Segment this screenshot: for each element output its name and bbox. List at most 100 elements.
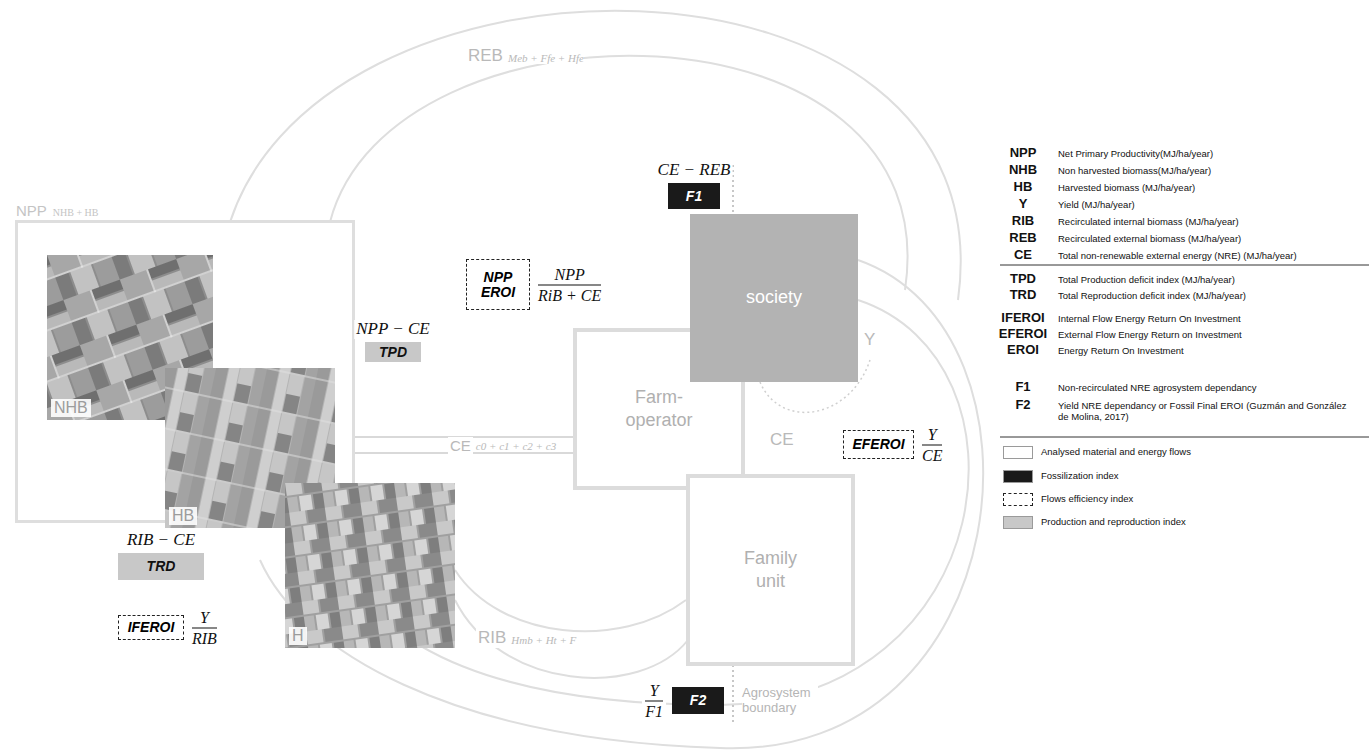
fraction: Y F1 — [642, 680, 666, 721]
fraction: NPP RiB + CE — [535, 264, 604, 305]
index-name: EFEROI — [852, 437, 904, 452]
abbreviation-meaning: Harvested biomass (MJ/ha/year) — [1058, 183, 1195, 194]
denominator-row: RiB + CE — [538, 286, 601, 304]
flow-name: CE — [448, 437, 473, 454]
abbreviation-meaning: External Flow Energy Return on Investmen… — [1058, 330, 1242, 341]
box-label: society — [746, 286, 802, 309]
numerator: NPP — [555, 265, 585, 282]
fraction: Y RIB — [189, 607, 220, 648]
abbreviation: NPP — [994, 146, 1052, 161]
abbreviation-meaning: Recirculated external biomass (MJ/ha/yea… — [1058, 234, 1241, 245]
legend-text: Fossilization index — [1041, 471, 1119, 482]
abbreviation: TPD — [994, 272, 1052, 287]
denominator-row: CE — [922, 446, 942, 464]
abbreviation-meaning: Total Reproduction deficit index (MJ/ha/… — [1058, 291, 1246, 302]
abbreviation-meaning: Internal Flow Energy Return On Investmen… — [1058, 314, 1241, 325]
numerator: Y — [650, 681, 659, 698]
abbreviation-meaning: Net Primary Productivity(MJ/ha/year) — [1058, 149, 1213, 160]
aerial-photo-box: H — [285, 483, 455, 648]
index-name: TPD — [379, 345, 407, 360]
efficiency-index-box: EFEROIYCE — [843, 430, 914, 459]
flow-name: Y — [862, 330, 877, 350]
abbreviation-meaning: Recirculated internal biomass (MJ/ha/yea… — [1058, 217, 1239, 228]
rib-arc-outer — [455, 600, 688, 678]
abbreviation-meaning: Total non-renewable external energy (NRE… — [1058, 251, 1297, 262]
legend-separator — [1000, 265, 1369, 266]
production-index-box: TRDRIB − CE — [118, 553, 204, 580]
abbreviation: HB — [994, 180, 1052, 195]
denominator-row: RIB — [192, 629, 217, 647]
denominator-row: F1 — [645, 702, 663, 720]
abbreviation: CE — [994, 248, 1052, 263]
flow-name: REB — [466, 46, 505, 66]
abbreviation: F1 — [994, 380, 1052, 395]
index-formula: NPP − CE — [354, 320, 432, 339]
abbreviation: REB — [994, 231, 1052, 246]
abbreviation: NHB — [994, 163, 1052, 178]
flow-name: RIB — [476, 628, 508, 648]
photo-label: NHB — [51, 399, 91, 417]
fossilization-index-box: F2YF1 — [672, 687, 724, 714]
index-formula: RIB − CE — [125, 531, 197, 550]
denominator: F1 — [645, 702, 663, 719]
society-box: society — [690, 214, 858, 382]
fraction-bar — [538, 284, 601, 285]
efficiency-index-box: IFEROIYRIB — [118, 615, 184, 640]
rib-arc-inner — [455, 570, 686, 631]
abbreviation-meaning: Energy Return On Investment — [1058, 346, 1184, 357]
fraction: Y CE — [919, 424, 945, 465]
legend-swatch — [1003, 516, 1033, 529]
legend-separator — [1000, 437, 1369, 438]
denominator: RiB + CE — [538, 286, 601, 303]
box-label: Farm-operator — [613, 386, 705, 433]
actor-box: Family unit — [686, 474, 855, 666]
numerator-row: Y — [645, 681, 663, 699]
abbreviation: IFEROI — [994, 311, 1052, 326]
abbreviation: EFEROI — [994, 327, 1052, 342]
band-outline — [355, 436, 573, 454]
abbreviation: RIB — [994, 214, 1052, 229]
abbreviation: Y — [994, 197, 1052, 212]
abbreviation-meaning: Non-recirculated NRE agrosystem dependan… — [1058, 383, 1257, 394]
npp-box: NPPNHB + HBNHBHB — [15, 220, 355, 523]
box-heading: NPPNHB + HB — [16, 202, 99, 220]
index-name: TRD — [147, 559, 176, 574]
legend-dashed-sample — [1003, 493, 1033, 506]
fossilization-index-box: F1CE − REB — [668, 183, 720, 209]
abbreviation-meaning: Yield NRE dependancy or Fossil Final ERO… — [1058, 401, 1350, 423]
fraction-bar — [192, 627, 217, 628]
boundary-label: Agrosystem boundary — [742, 686, 818, 716]
flow-formula: Meb + Ffe + Hfe — [508, 52, 584, 65]
yield-arc-outer — [260, 260, 983, 748]
index-name: F2 — [690, 693, 706, 708]
flow-formula: Hmb + Ht + F — [511, 634, 576, 647]
legend-swatch — [1003, 446, 1033, 459]
legend-text: Production and reproduction index — [1041, 517, 1186, 528]
legend-swatch — [1003, 470, 1033, 483]
index-name: F1 — [686, 189, 702, 204]
abbreviation-meaning: Yield (MJ/ha/year) — [1058, 200, 1135, 211]
numerator-row: Y — [922, 425, 942, 443]
efficiency-index-box: NPP EROINPPRiB + CE — [466, 259, 530, 310]
production-index-box: TPDNPP − CE — [365, 342, 421, 362]
numerator-row: Y — [192, 608, 217, 626]
photo-label: HB — [169, 507, 197, 525]
photo-label: H — [289, 627, 307, 645]
photo-fields — [285, 483, 455, 648]
box-label: Family unit — [731, 547, 811, 594]
abbreviation-meaning: Non harvested biomass(MJ/ha/year) — [1058, 166, 1211, 177]
numerator: Y — [928, 425, 937, 442]
numerator-row: NPP — [538, 265, 601, 283]
flow-formula: NHB + HB — [53, 207, 99, 218]
index-name: IFEROI — [128, 620, 175, 635]
abbreviation: TRD — [994, 288, 1052, 303]
fraction-bar — [645, 700, 663, 701]
abbreviation-meaning: Total Production deficit index (MJ/ha/ye… — [1058, 275, 1235, 286]
denominator: RIB — [192, 629, 217, 646]
legend-text: Flows efficiency index — [1041, 494, 1133, 505]
index-formula: CE − REB — [656, 161, 733, 180]
aerial-photo — [285, 483, 455, 648]
abbreviation: F2 — [994, 398, 1052, 413]
fraction-bar — [922, 444, 942, 445]
index-name: NPP EROI — [467, 270, 529, 299]
